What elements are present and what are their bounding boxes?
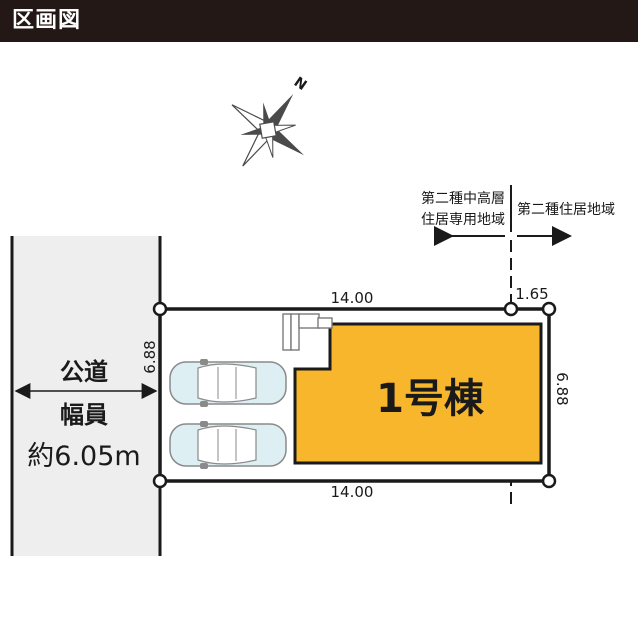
header-bar: 区画図 xyxy=(0,0,638,42)
zoning-left-label-line1: 第二種中高層 xyxy=(421,190,505,207)
lot-left-dimension: 6.88 xyxy=(141,340,159,373)
road-width-label: 幅員 xyxy=(60,401,108,429)
compass-north-label: N xyxy=(291,74,310,94)
lot-right-dimension: 6.88 xyxy=(553,372,571,405)
lot-corner-marker xyxy=(541,473,557,489)
car-icon xyxy=(169,421,287,469)
lot-corner-marker xyxy=(541,301,557,317)
road-label: 公道 xyxy=(60,358,108,386)
lot-corner-marker xyxy=(152,473,168,489)
car-icon xyxy=(169,359,287,407)
lot-bottom-dimension: 14.00 xyxy=(331,483,374,501)
page-title: 区画図 xyxy=(12,8,82,33)
zoning-left-label-line2: 住居専用地域 xyxy=(421,212,505,228)
lot-corner-marker xyxy=(152,301,168,317)
zoning-boundary-marker xyxy=(503,301,519,317)
road-width-value: 約6.05m xyxy=(27,441,140,472)
entrance-steps xyxy=(282,313,333,351)
building-footprint xyxy=(293,322,543,465)
lot-top-dimension: 14.00 xyxy=(331,289,374,307)
lot-corner-offset-dimension: 1.65 xyxy=(515,285,548,303)
compass-icon: N xyxy=(231,74,310,167)
zoning-right-label: 第二種住居地域 xyxy=(517,201,615,218)
building-label: 1号棟 xyxy=(376,376,485,422)
road-area xyxy=(12,236,160,556)
